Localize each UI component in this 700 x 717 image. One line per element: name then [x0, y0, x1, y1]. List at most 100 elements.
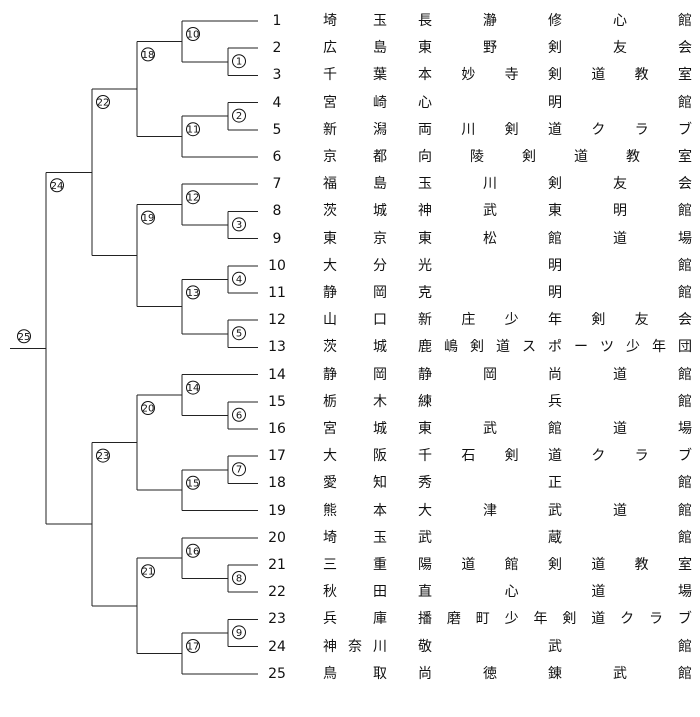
match-number: 22: [96, 95, 110, 109]
entry-prefecture: 静岡: [323, 366, 387, 383]
entry-number: 24: [268, 638, 286, 655]
entry-prefecture: 宮城: [323, 421, 387, 437]
entry-number: 11: [268, 285, 286, 301]
entry-number: 16: [268, 421, 286, 437]
entry-number: 7: [272, 176, 282, 193]
match-number: 24: [50, 178, 64, 193]
entry-prefecture: 大分: [323, 257, 387, 274]
entry-club: 敬武館: [418, 638, 692, 655]
entry-prefecture: 静岡: [323, 285, 387, 301]
svg-text:15: 15: [187, 478, 200, 489]
entry-club: 心明館: [418, 94, 692, 111]
svg-text:22: 22: [97, 98, 110, 109]
entry-number: 8: [272, 203, 282, 220]
match-number: 15: [186, 475, 200, 490]
svg-text:13: 13: [187, 288, 200, 299]
entry-number: 20: [268, 529, 286, 546]
entry-number: 10: [268, 257, 286, 274]
entry-prefecture: 埼玉: [323, 13, 387, 29]
svg-text:25: 25: [18, 332, 31, 343]
match-number: 21: [141, 564, 155, 579]
entry-prefecture: 三重: [323, 557, 387, 573]
entry-prefecture: 熊本: [323, 502, 387, 519]
match-number: 9: [232, 625, 246, 640]
match-number: 13: [186, 285, 200, 300]
entry-club: 練兵館: [418, 393, 692, 410]
entry-prefecture: 埼玉: [323, 529, 387, 546]
match-number: 16: [186, 543, 200, 558]
entry-number: 1: [272, 13, 282, 29]
match-number: 1: [232, 54, 246, 69]
entry-number: 21: [268, 557, 286, 573]
entry-club: 武蔵館: [418, 529, 692, 546]
entry-club: 鹿嶋剣道スポーツ少年団: [418, 339, 692, 356]
svg-text:10: 10: [187, 30, 200, 41]
entry-club: 東野剣友会: [418, 40, 692, 57]
match-number: 10: [186, 27, 200, 41]
entry-club: 尚徳錬武館: [418, 665, 692, 682]
entry-number: 3: [272, 67, 282, 84]
entry-prefecture: 京都: [323, 149, 387, 165]
entry-prefecture: 新潟: [323, 121, 387, 138]
entry-prefecture: 千葉: [323, 67, 387, 84]
match-number: 20: [141, 401, 155, 415]
svg-text:18: 18: [142, 50, 155, 61]
svg-text:4: 4: [236, 274, 242, 285]
entry-prefecture: 宮崎: [323, 94, 387, 111]
match-number: 8: [232, 571, 246, 585]
entry-club: 向陵剣道教室: [418, 149, 692, 165]
entry-number: 15: [268, 393, 286, 410]
entry-prefecture: 広島: [323, 40, 387, 57]
entry-club: 玉川剣友会: [418, 176, 692, 193]
entry-prefecture: 茨城: [323, 203, 387, 220]
entry-club: 静岡尚道館: [418, 366, 692, 383]
svg-text:12: 12: [187, 193, 200, 204]
svg-text:23: 23: [97, 451, 110, 462]
match-number: 23: [96, 448, 110, 463]
match-number: 14: [186, 380, 200, 395]
match-number: 11: [186, 122, 200, 137]
svg-text:7: 7: [236, 465, 242, 476]
entry-club: 両川剣道クラブ: [418, 121, 692, 138]
entry-prefecture: 鳥取: [323, 665, 387, 682]
match-number: 18: [141, 47, 155, 62]
svg-text:6: 6: [236, 410, 242, 421]
match-number: 6: [232, 407, 246, 422]
entry-prefecture: 東京: [323, 230, 387, 247]
entry-club: 東武館道場: [418, 421, 692, 437]
entry-prefecture: 秋田: [323, 584, 387, 601]
entry-prefecture: 栃木: [323, 393, 387, 410]
entry-number: 5: [272, 121, 282, 138]
match-number: 12: [186, 190, 200, 205]
entry-prefecture: 茨城: [323, 339, 387, 356]
entry-club: 直心道場: [418, 584, 692, 601]
entry-club: 東松館道場: [418, 230, 692, 247]
match-number: 25: [17, 329, 31, 344]
entry-club: 神武東明館: [418, 203, 692, 220]
svg-text:20: 20: [142, 404, 155, 415]
svg-text:19: 19: [142, 213, 155, 224]
entry-club: 千石剣道クラブ: [418, 448, 692, 465]
entry-club: 新庄少年剣友会: [418, 312, 692, 329]
entry-number: 25: [268, 665, 286, 682]
svg-text:9: 9: [236, 628, 242, 639]
match-number: 2: [232, 108, 246, 123]
match-number: 4: [232, 271, 246, 286]
entry-club: 長瀞修心館: [418, 13, 692, 29]
svg-text:16: 16: [187, 546, 200, 557]
match-number: 5: [232, 326, 246, 341]
svg-text:2: 2: [236, 111, 242, 122]
match-number: 17: [186, 639, 200, 653]
entry-number: 9: [272, 230, 282, 247]
match-number: 3: [232, 217, 246, 232]
svg-text:24: 24: [51, 181, 64, 192]
entry-prefecture: 神奈川: [323, 638, 387, 655]
entry-number: 6: [272, 149, 282, 165]
entry-number: 17: [268, 448, 286, 465]
entry-club: 陽道館剣道教室: [418, 557, 692, 573]
svg-text:17: 17: [187, 642, 200, 653]
entry-prefecture: 福島: [323, 176, 387, 193]
svg-text:11: 11: [187, 125, 200, 136]
entry-prefecture: 山口: [323, 312, 387, 329]
